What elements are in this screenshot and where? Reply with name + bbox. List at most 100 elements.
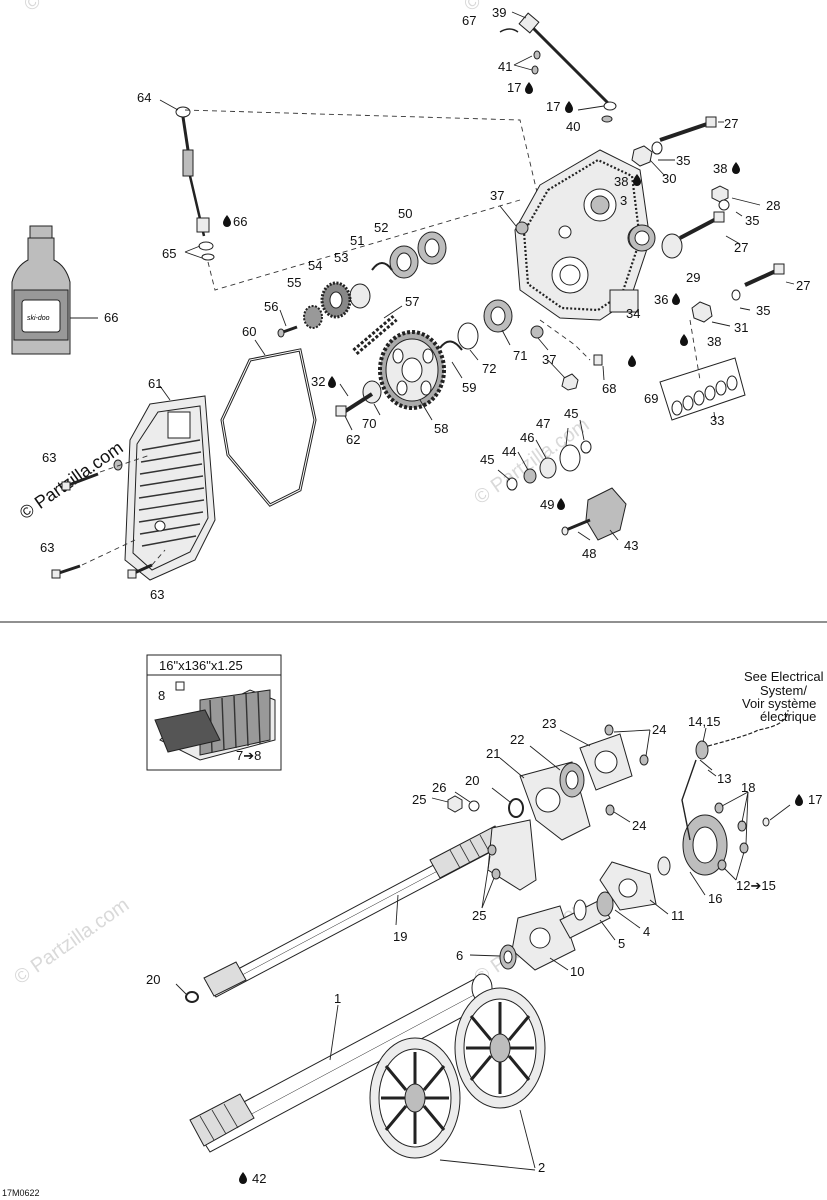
label-66a: 66 — [233, 214, 247, 229]
bearing-50 — [417, 231, 447, 265]
label-22: 22 — [510, 732, 524, 747]
label-68: 68 — [602, 381, 616, 396]
circlip-59 — [439, 340, 463, 351]
label-35a: 35 — [676, 153, 690, 168]
chaincase-cover-61 — [124, 395, 216, 581]
label-8: 8 — [158, 688, 165, 703]
diagram-code: 17M0622 — [2, 1188, 40, 1198]
gear-58 — [378, 330, 446, 410]
bearing-5-4 — [559, 891, 614, 939]
track-spec-label: 16"x136"x1.25 — [159, 658, 243, 673]
speed-sensor-housing-16 — [657, 814, 728, 876]
drop-icon-17a — [525, 82, 533, 94]
bolt-62 — [335, 392, 374, 417]
bearing-71 — [483, 299, 513, 333]
label-28: 28 — [766, 198, 780, 213]
bolts-24 — [604, 724, 649, 816]
nuts-25-26 — [447, 795, 501, 880]
label-45a: 45 — [564, 406, 578, 421]
ring-72 — [457, 322, 479, 350]
circlip-20-upper — [508, 798, 524, 818]
label-20b: 20 — [146, 972, 160, 987]
label-1: 1 — [334, 991, 341, 1006]
bearing-52 — [389, 245, 419, 279]
label-27c: 27 — [796, 278, 810, 293]
label-40: 40 — [566, 119, 580, 134]
part-labels: 39 67 41 17 17 40 64 27 35 38 38 30 37 3… — [2, 5, 824, 1198]
sprocket-54 — [320, 281, 352, 319]
tensioner — [506, 440, 627, 541]
label-31: 31 — [734, 320, 748, 335]
label-24b: 24 — [632, 818, 646, 833]
label-2: 2 — [538, 1160, 545, 1175]
drive-axle-19 — [203, 825, 506, 998]
label-67: 67 — [462, 13, 476, 28]
label-46: 46 — [520, 430, 534, 445]
label-42: 42 — [252, 1171, 266, 1186]
gear-55 — [303, 305, 323, 329]
label-70: 70 — [362, 416, 376, 431]
label-61: 61 — [148, 376, 162, 391]
label-37a: 37 — [490, 188, 504, 203]
screw-56 — [277, 325, 298, 338]
label-33: 33 — [710, 413, 724, 428]
drop-icon-38a — [732, 162, 740, 174]
label-49: 49 — [540, 497, 554, 512]
label-30: 30 — [662, 171, 676, 186]
label-3: 3 — [620, 193, 627, 208]
label-34: 34 — [626, 306, 640, 321]
housing-10 — [511, 905, 576, 971]
label-26: 26 — [432, 780, 446, 795]
label-45b: 45 — [480, 452, 494, 467]
oil-bottle: ski-doo — [11, 225, 71, 355]
drop-icon-36 — [672, 293, 680, 305]
drop-icon-32 — [328, 376, 336, 388]
label-37b: 37 — [542, 352, 556, 367]
label-63c: 63 — [150, 587, 164, 602]
electrical-note-line2: System/ — [760, 683, 807, 698]
label-27b: 27 — [734, 240, 748, 255]
sensor-13 — [681, 709, 789, 841]
shims-33 — [659, 357, 746, 421]
label-58: 58 — [434, 421, 448, 436]
spacer-53 — [349, 283, 371, 309]
label-6: 6 — [456, 948, 463, 963]
label-23: 23 — [542, 716, 556, 731]
track-note-label: 7➔8 — [236, 748, 261, 763]
label-18: 18 — [741, 780, 755, 795]
label-10: 10 — [570, 964, 584, 979]
label-63b: 63 — [40, 540, 54, 555]
label-52: 52 — [374, 220, 388, 235]
bolts-63 — [51, 459, 153, 579]
label-21: 21 — [486, 746, 500, 761]
drop-icon-66 — [223, 215, 231, 227]
lever-rod — [499, 12, 617, 123]
label-71: 71 — [513, 348, 527, 363]
chaincase-housing — [514, 149, 653, 321]
bolts-27 — [659, 116, 785, 287]
track-inset — [146, 654, 282, 771]
label-57: 57 — [405, 294, 419, 309]
label-35c: 35 — [756, 303, 770, 318]
label-25a: 25 — [412, 792, 426, 807]
grease-drop-icons — [223, 82, 803, 1184]
label-69: 69 — [644, 391, 658, 406]
label-53: 53 — [334, 250, 348, 265]
label-60: 60 — [242, 324, 256, 339]
watermark-left: © Partzilla.com — [16, 437, 127, 523]
label-14-15: 14,15 — [688, 714, 721, 729]
label-17b: 17 — [546, 99, 560, 114]
drop-icon-49 — [557, 498, 565, 510]
label-29: 29 — [686, 270, 700, 285]
sprockets-2 — [369, 987, 546, 1159]
label-13: 13 — [717, 771, 731, 786]
label-56: 56 — [264, 299, 278, 314]
drop-icon-17b — [565, 101, 573, 113]
label-27a: 27 — [724, 116, 738, 131]
label-44: 44 — [502, 444, 516, 459]
label-54: 54 — [308, 258, 322, 273]
drop-icon-38c — [680, 334, 688, 346]
plate-bracket — [487, 819, 537, 891]
drop-icon-42 — [239, 1172, 247, 1184]
